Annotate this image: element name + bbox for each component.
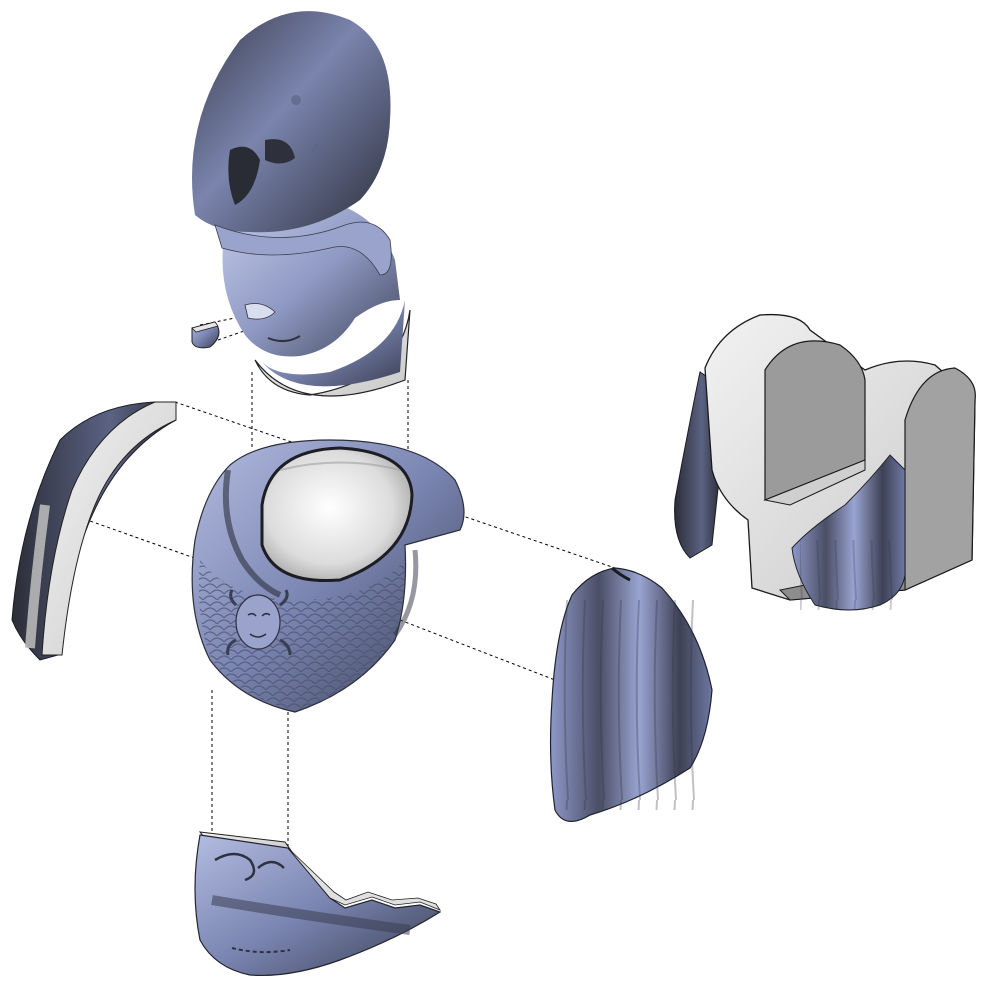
support-block-part [675,315,976,610]
leader-line [175,402,300,445]
aegis-breastplate-part [192,440,464,712]
right-drapery-part [551,568,712,821]
lower-torso-belt-part [195,832,440,975]
leader-line [460,515,615,568]
left-arm-shell-part [12,402,176,660]
leader-line [400,620,555,680]
helmet-dome [192,11,391,232]
helmeted-head-part [192,11,410,396]
block-right-arch-inner [905,368,975,590]
nose-fragment-part [192,322,219,348]
